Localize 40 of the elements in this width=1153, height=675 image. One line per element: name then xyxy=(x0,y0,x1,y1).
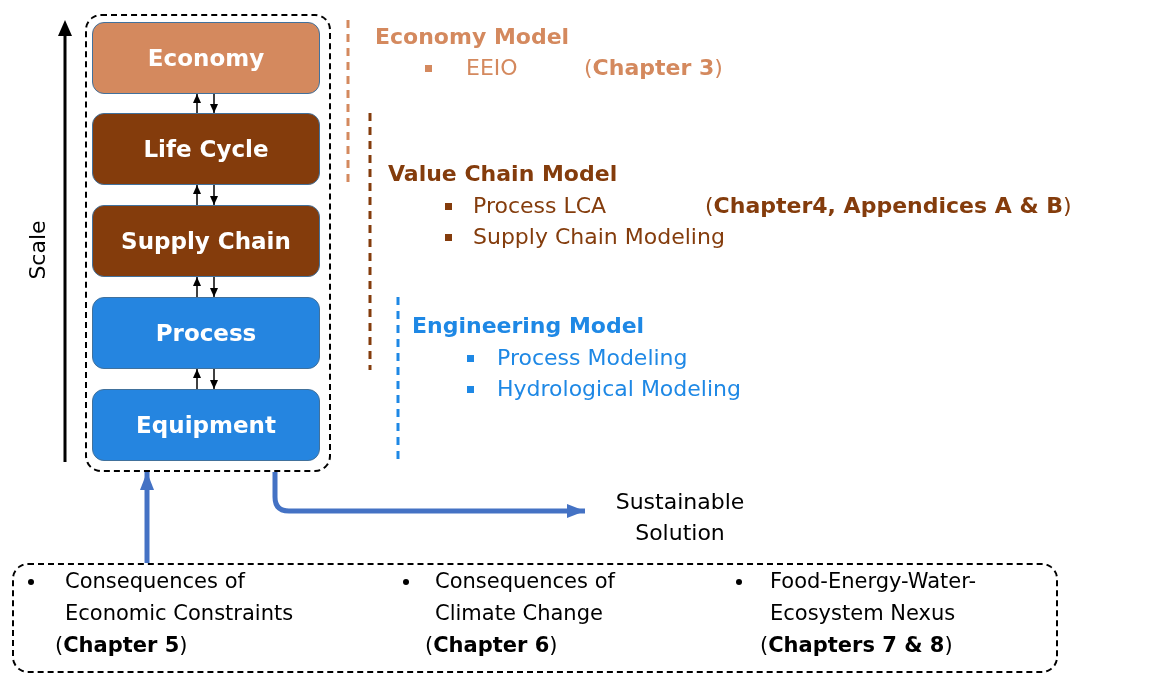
level-box xyxy=(92,22,320,94)
outcome-text: Sustainable Solution xyxy=(585,486,775,548)
arrow xyxy=(210,368,218,390)
box-label: Life Cycle xyxy=(143,134,269,164)
box-label: Equipment xyxy=(136,410,276,440)
box-label: Process xyxy=(155,318,257,348)
arrow xyxy=(193,368,201,390)
box-label: Economy xyxy=(147,43,265,73)
arrow xyxy=(210,184,218,206)
chapter-text: (Chapters 7 & 8) xyxy=(760,632,954,659)
dashed-frame xyxy=(12,563,1058,673)
level-box xyxy=(92,113,320,185)
level-box xyxy=(92,205,320,277)
arrow xyxy=(193,184,201,206)
topic-text: Consequences of Climate Change xyxy=(435,568,617,627)
topic-text: Consequences of Economic Constraints xyxy=(65,568,295,627)
arrow xyxy=(210,276,218,298)
arrow xyxy=(193,276,201,298)
model-heading: Economy Model xyxy=(375,23,570,51)
model-item: Hydrological Modeling xyxy=(497,375,741,403)
model-heading: Engineering Model xyxy=(412,312,645,340)
arrow xyxy=(272,472,585,518)
arrow xyxy=(193,93,201,114)
level-box xyxy=(92,297,320,369)
arrow xyxy=(140,472,154,563)
topic-text: Food-Energy-Water-Ecosystem Nexus xyxy=(770,568,978,627)
level-box xyxy=(92,389,320,461)
model-item: Supply Chain Modeling xyxy=(473,223,725,251)
model-item: Process Modeling xyxy=(497,344,688,372)
model-item: EEIO xyxy=(466,54,518,82)
model-item: (Chapter 3) xyxy=(584,54,723,82)
box-label: Supply Chain xyxy=(121,226,291,256)
chapter-text: (Chapter 6) xyxy=(425,632,559,659)
chapter-text: (Chapter 5) xyxy=(55,632,189,659)
model-item: Process LCA xyxy=(473,192,607,220)
axis-label: Scale xyxy=(23,220,51,280)
arrow xyxy=(210,93,218,114)
model-heading: Value Chain Model xyxy=(388,160,618,188)
model-item: (Chapter4, Appendices A & B) xyxy=(705,192,1072,220)
dashed-frame xyxy=(85,14,331,472)
